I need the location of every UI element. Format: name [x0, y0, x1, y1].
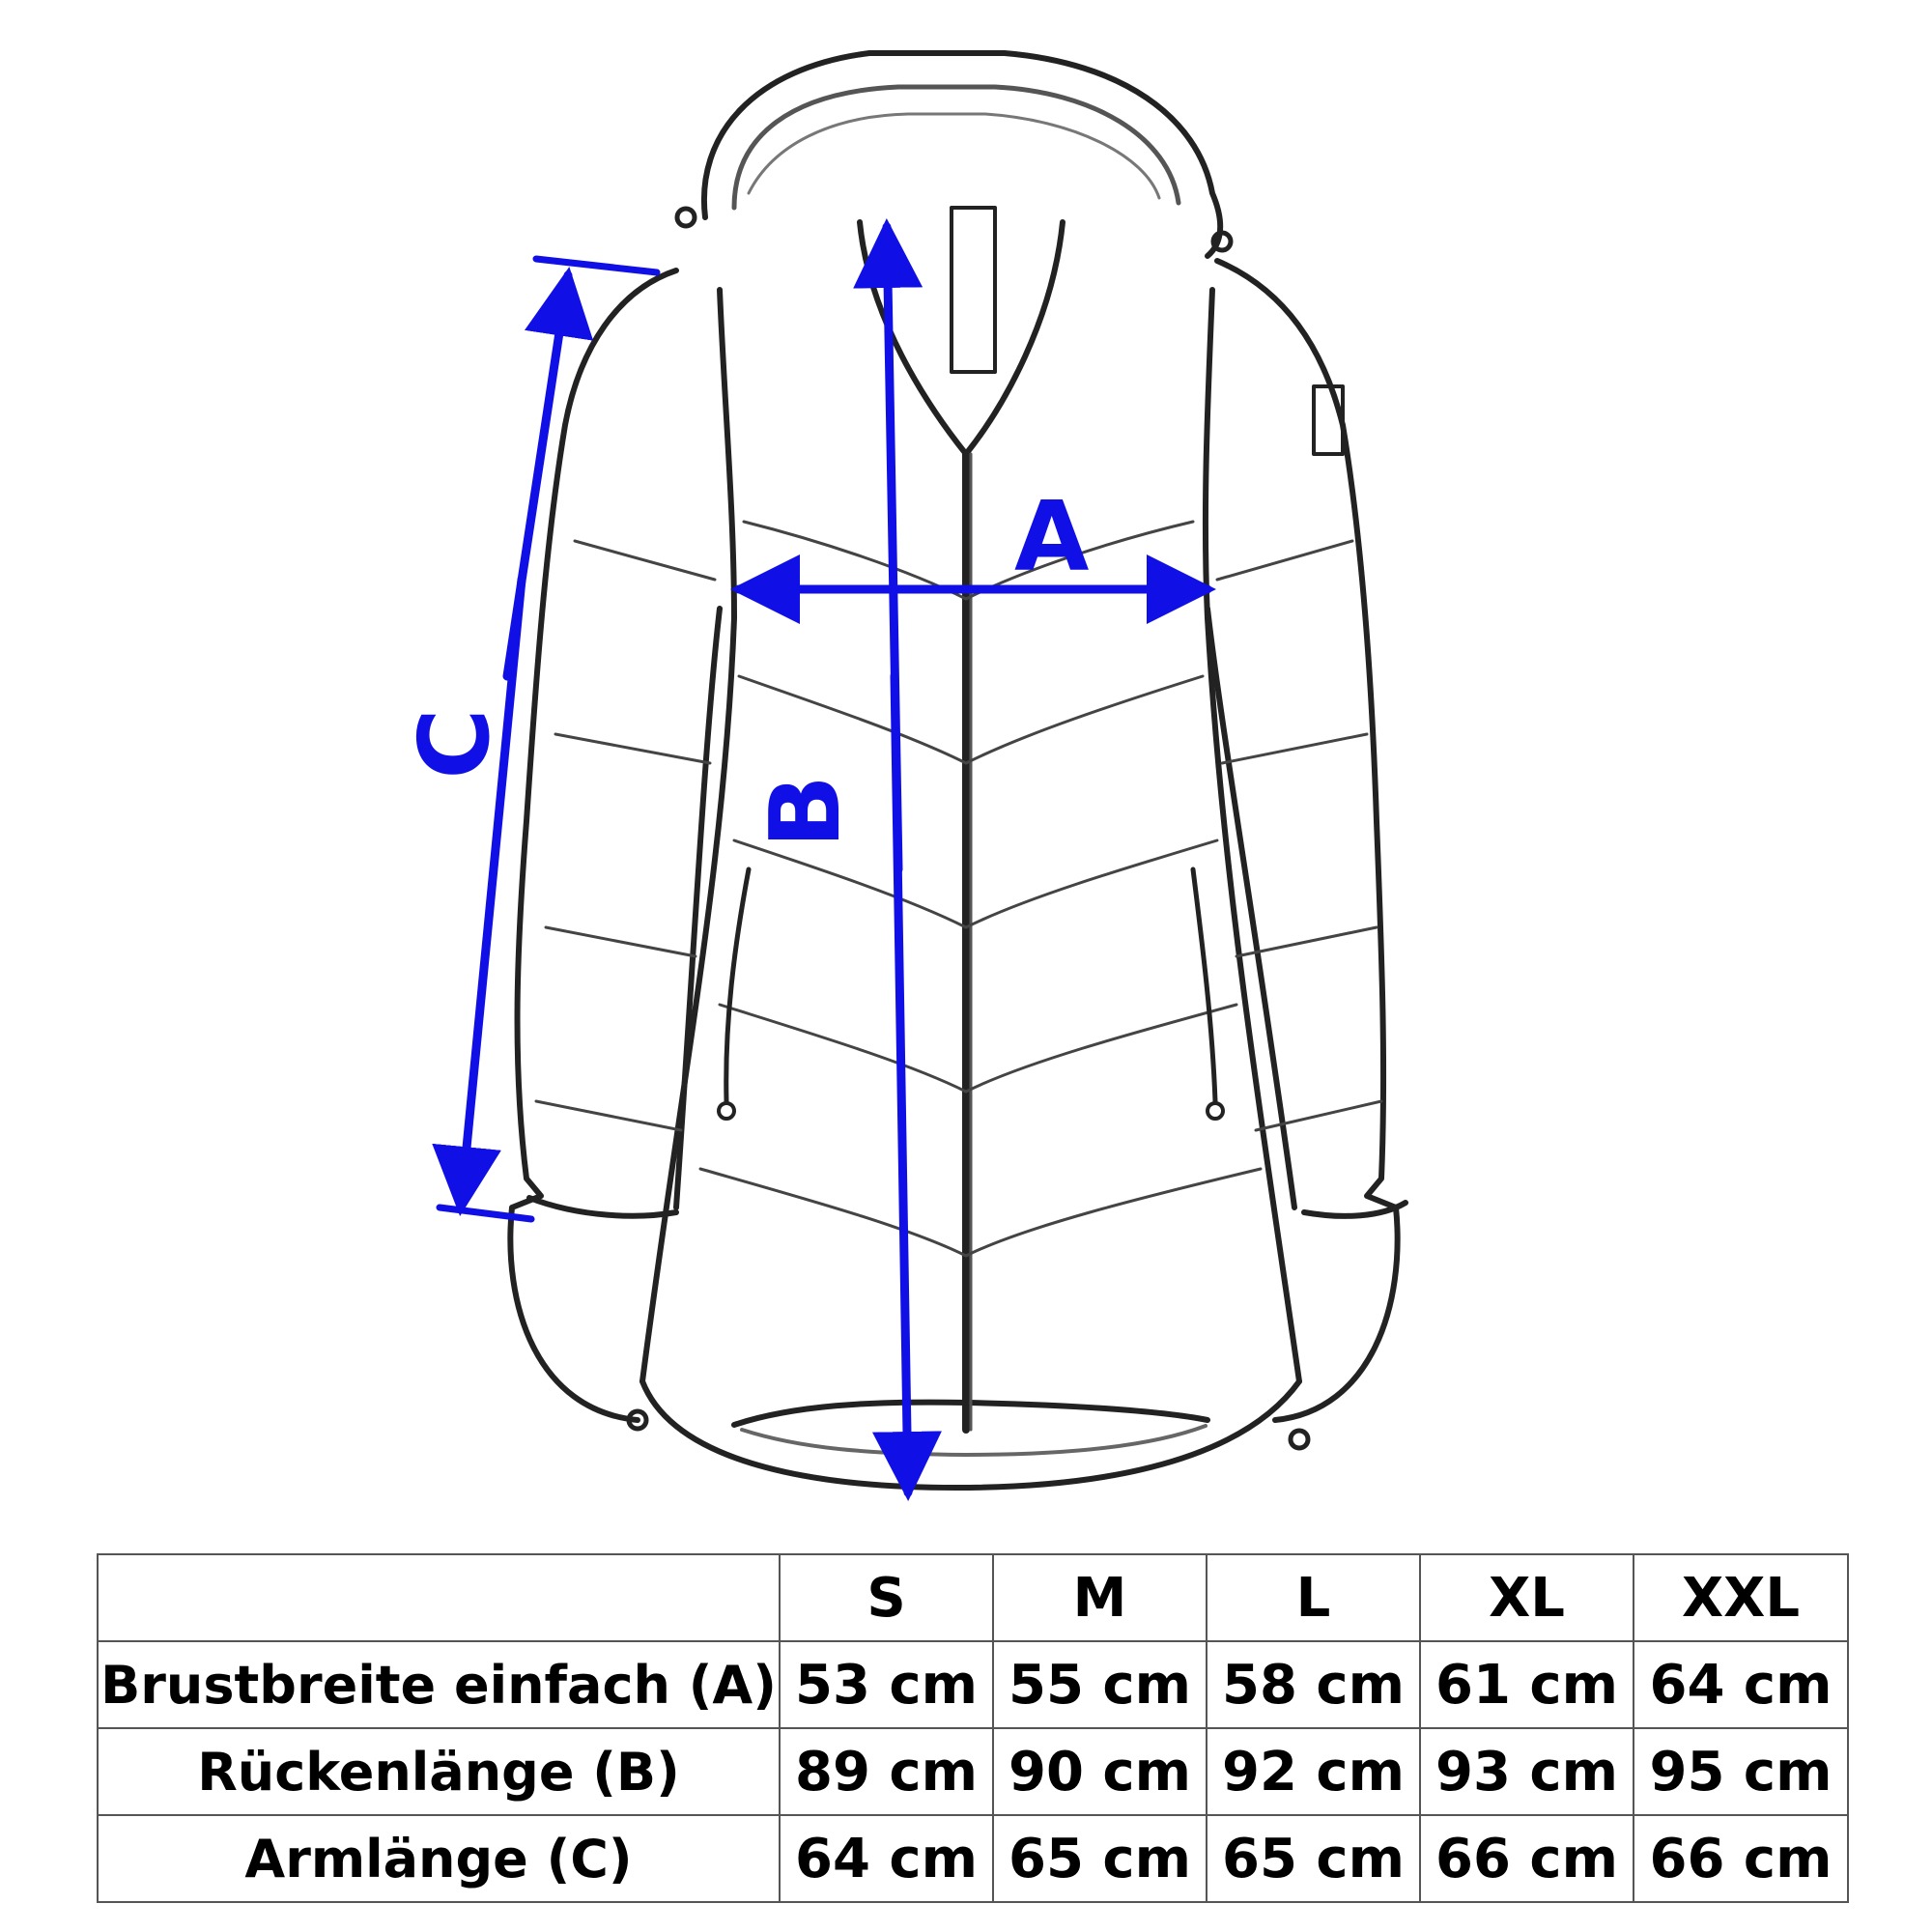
arrow-c [432, 575, 526, 1216]
table-cell: 65 cm [1206, 1814, 1421, 1903]
label-b: B [749, 775, 862, 848]
table-cell: 55 cm [992, 1640, 1208, 1729]
header-size-m: M [992, 1553, 1208, 1642]
label-c: C [398, 708, 511, 779]
table-cell: 65 cm [992, 1814, 1208, 1903]
table-cell: 93 cm [1419, 1727, 1634, 1816]
header-size-l: L [1206, 1553, 1421, 1642]
header-size-xl: XL [1419, 1553, 1634, 1642]
label-a: A [1014, 480, 1089, 593]
jacket-outline-icon [507, 50, 1408, 1491]
table-header-row: S M L XL XXL [97, 1553, 1849, 1642]
table-cell: 90 cm [992, 1727, 1208, 1816]
size-chart-table: S M L XL XXL Brustbreite einfach (A) 53 … [97, 1553, 1849, 1903]
table-cell: 66 cm [1633, 1814, 1849, 1903]
jacket-diagram: A B C [398, 50, 1408, 1501]
table-row: Brustbreite einfach (A) 53 cm 55 cm 58 c… [97, 1640, 1849, 1729]
table-cell: 64 cm [1633, 1640, 1849, 1729]
header-size-s: S [779, 1553, 994, 1642]
arrow-b [871, 671, 942, 1501]
table-cell: 64 cm [779, 1814, 994, 1903]
measure-arrows [432, 218, 1216, 1501]
table-cell: 92 cm [1206, 1727, 1421, 1816]
row-label: Brustbreite einfach (A) [97, 1640, 781, 1729]
header-empty [97, 1553, 781, 1642]
table-cell: 53 cm [779, 1640, 994, 1729]
table-cell: 95 cm [1633, 1727, 1849, 1816]
header-size-xxl: XXL [1633, 1553, 1849, 1642]
table-cell: 58 cm [1206, 1640, 1421, 1729]
row-label: Armlänge (C) [97, 1814, 781, 1903]
table-cell: 66 cm [1419, 1814, 1634, 1903]
table-cell: 89 cm [779, 1727, 994, 1816]
table-row: Rückenlänge (B) 89 cm 90 cm 92 cm 93 cm … [97, 1727, 1849, 1816]
row-label: Rückenlänge (B) [97, 1727, 781, 1816]
table-cell: 61 cm [1419, 1640, 1634, 1729]
table-row: Armlänge (C) 64 cm 65 cm 65 cm 66 cm 66 … [97, 1814, 1849, 1903]
